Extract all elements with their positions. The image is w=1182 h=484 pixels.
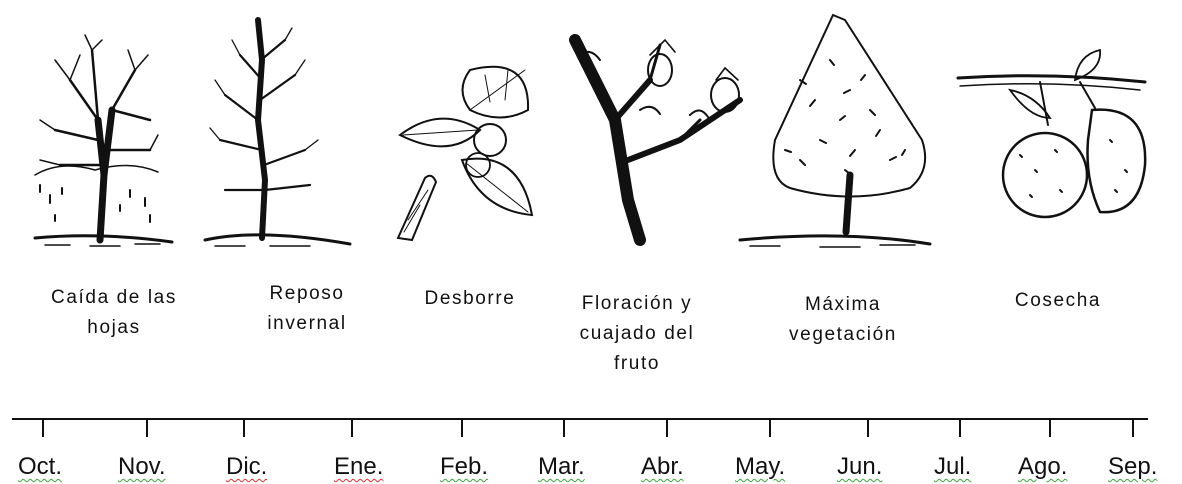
- flowering-branch-icon: [569, 34, 743, 246]
- month-label-sep: Sep.: [1108, 453, 1158, 480]
- month-label-jul: Jul.: [934, 453, 972, 480]
- month-label-may: May.: [735, 453, 786, 480]
- month-tick: [563, 419, 565, 437]
- stage-label-bud-break: Desborre: [424, 288, 516, 309]
- stage-label-harvest: Cosecha: [1014, 290, 1102, 311]
- stage-label-max-vegetation: Máxima vegetación: [789, 294, 897, 345]
- month-label-nov: Nov.: [118, 453, 166, 480]
- month-tick: [243, 419, 245, 437]
- stage-label-leaf-fall: Caída de las hojas: [51, 287, 177, 338]
- bare-tree-icon: [203, 17, 352, 247]
- month-label-mar: Mar.: [538, 453, 585, 480]
- bud-break-icon: [396, 65, 534, 242]
- month-tick: [1132, 419, 1134, 437]
- full-tree-icon: [738, 13, 932, 248]
- month-tick: [769, 419, 771, 437]
- month-tick: [666, 419, 668, 437]
- fruit-icon: [956, 48, 1147, 219]
- stage-illustrations: [33, 13, 1147, 248]
- month-tick: [959, 419, 961, 437]
- month-tick: [351, 419, 353, 437]
- month-label-oct: Oct.: [18, 453, 63, 480]
- month-label-ene: Ene.: [334, 453, 384, 480]
- month-tick: [146, 419, 148, 437]
- month-tick: [867, 419, 869, 437]
- stage-label-winter-rest: Reposo invernal: [267, 283, 347, 334]
- month-label-ago: Ago.: [1018, 453, 1068, 480]
- tree-leaf-fall-icon: [33, 34, 174, 247]
- stage-label-flowering: Floración y cuajado del fruto: [579, 293, 695, 374]
- timeline-axis: [12, 418, 1148, 420]
- month-label-abr: Abr.: [641, 453, 684, 480]
- month-tick: [1049, 419, 1051, 437]
- month-tick: [461, 419, 463, 437]
- month-label-dic: Dic.: [226, 453, 268, 480]
- month-label-jun: Jun.: [837, 453, 883, 480]
- month-label-feb: Feb.: [440, 453, 489, 480]
- month-tick: [42, 419, 44, 437]
